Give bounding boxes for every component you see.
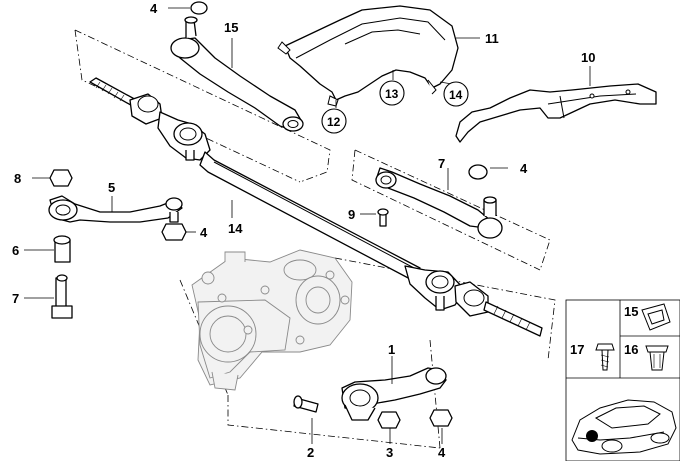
callout-7: 7	[12, 291, 19, 306]
callout-11: 15	[224, 20, 238, 35]
callout-15: 12	[327, 115, 341, 129]
tie-rod-11	[170, 1, 304, 132]
callout-2: 2	[307, 445, 314, 460]
screw-icon	[595, 343, 615, 351]
callout-8: 8	[14, 171, 21, 186]
dashed-assembly-frames	[74, 29, 556, 449]
callout-4b: 4	[520, 161, 528, 176]
callout-4a: 4	[150, 1, 158, 16]
fastener-legend-box: 15 17 16	[565, 299, 680, 461]
callout-10: 7	[438, 156, 445, 171]
location-marker-icon	[586, 430, 598, 442]
callout-12: 9	[348, 207, 355, 222]
legend-label-17: 17	[570, 342, 584, 357]
legend-label-15: 15	[624, 304, 638, 319]
leader-lines	[24, 7, 591, 444]
callout-6: 6	[12, 243, 19, 258]
center-link-9	[89, 77, 543, 337]
callout-9: 14	[228, 221, 243, 236]
callout-3: 3	[386, 445, 393, 460]
callout-14: 11	[485, 31, 499, 46]
car-location-icon	[571, 399, 677, 455]
idler-arm-5	[48, 169, 187, 319]
callout-13: 10	[581, 50, 595, 65]
callout-4d: 4	[438, 445, 446, 460]
steering-gear-box	[191, 249, 353, 391]
callout-17: 14	[449, 88, 463, 102]
expansion-rivet-icon	[645, 345, 669, 353]
heat-shield	[277, 5, 459, 107]
pitman-arm-1	[293, 367, 453, 429]
callout-16: 13	[385, 87, 399, 101]
callout-1: 1	[388, 342, 395, 357]
callout-labels: 4 15 11 10 13 14 12 7 4 9 8 5 4 14 6 7 1…	[12, 1, 595, 460]
callout-4c: 4	[200, 225, 208, 240]
bracket	[455, 83, 657, 143]
legend-label-16: 16	[624, 342, 638, 357]
tie-rod-10	[375, 164, 503, 239]
callout-5: 5	[108, 180, 115, 195]
